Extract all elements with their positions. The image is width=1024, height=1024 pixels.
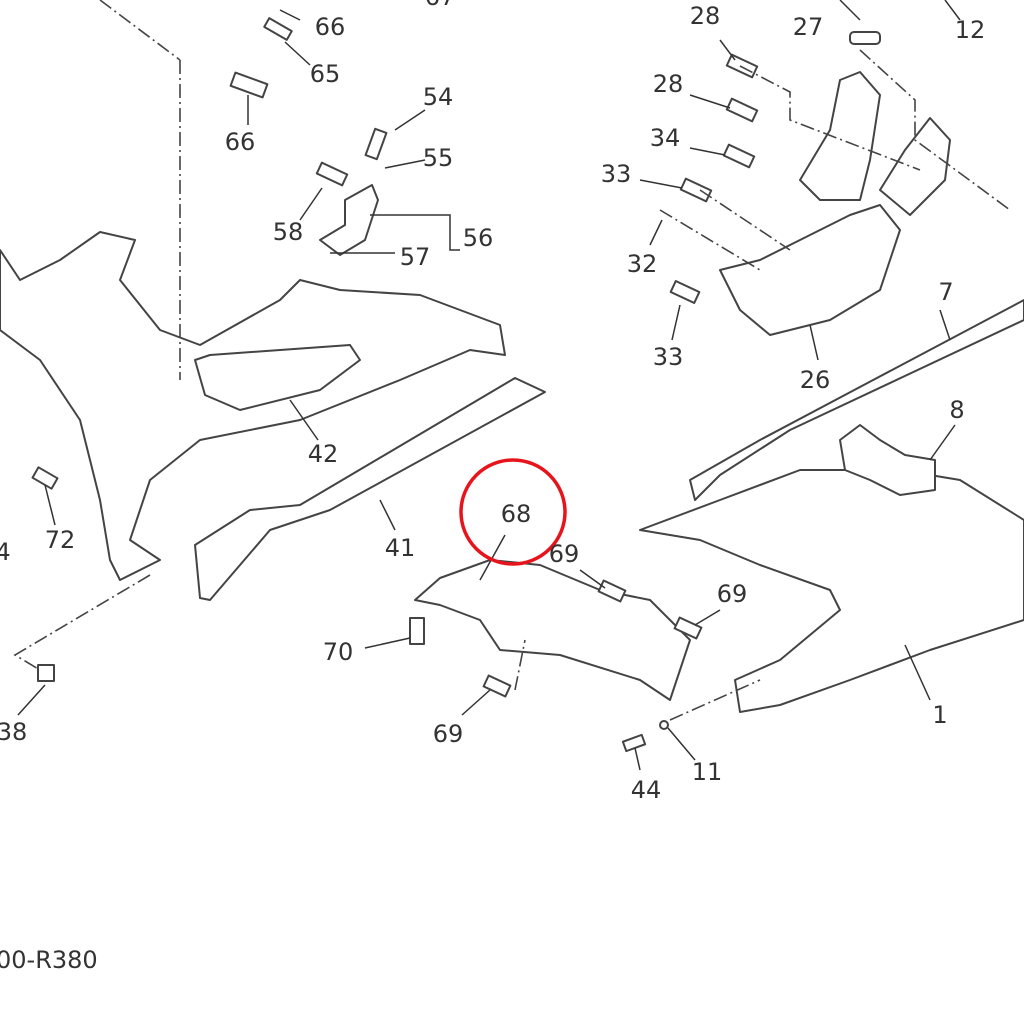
part-8 — [839, 424, 936, 496]
callout-69: 69 — [433, 720, 464, 748]
part-42 — [194, 344, 361, 411]
callout-1: 1 — [932, 701, 947, 729]
callout-70: 70 — [323, 638, 354, 666]
part-27b — [879, 117, 951, 216]
reference-line — [514, 639, 526, 691]
part-7 — [689, 299, 1024, 501]
callout-33: 33 — [653, 343, 684, 371]
callout-11: 11 — [692, 758, 723, 786]
callout-58: 58 — [273, 218, 304, 246]
callout-38: 38 — [0, 718, 27, 746]
callout-69: 69 — [549, 540, 580, 568]
callout-68: 68 — [501, 500, 532, 528]
callout-4: 4 — [0, 538, 11, 566]
callout-41: 41 — [385, 534, 416, 562]
callout-69: 69 — [717, 580, 748, 608]
callout-67: 67 — [425, 0, 456, 11]
reference-line — [13, 574, 151, 671]
callout-8: 8 — [949, 396, 964, 424]
part-68 — [414, 559, 691, 701]
callout-28: 28 — [690, 2, 721, 30]
reference-line — [739, 65, 921, 171]
callout-42: 42 — [308, 440, 339, 468]
part-1 — [639, 469, 1024, 713]
callout-56: 56 — [463, 224, 494, 252]
part-26 — [719, 204, 901, 336]
callout-32: 32 — [627, 250, 658, 278]
reference-line — [99, 0, 181, 61]
callout-33: 33 — [601, 160, 632, 188]
callout-57: 57 — [400, 243, 431, 271]
callout-7: 7 — [938, 278, 953, 306]
callout-26: 26 — [800, 366, 831, 394]
leader-lines — [17, 0, 961, 771]
diagram-code: 00-R380 — [0, 946, 98, 974]
part-27 — [799, 71, 881, 201]
callout-34: 34 — [650, 124, 681, 152]
reference-line — [669, 679, 761, 721]
callout-66: 66 — [225, 128, 256, 156]
callout-66: 66 — [315, 13, 346, 41]
callout-55: 55 — [423, 144, 454, 172]
part-41 — [194, 377, 546, 601]
reference-line — [659, 209, 761, 271]
callout-28: 28 — [653, 70, 684, 98]
callout-27: 27 — [793, 13, 824, 41]
callout-44: 44 — [631, 776, 662, 804]
part-56 — [319, 184, 379, 256]
highlight-circle — [459, 458, 567, 566]
reference-line — [859, 49, 1011, 211]
callout-12: 12 — [955, 16, 986, 44]
callout-54: 54 — [423, 83, 454, 111]
callout-65: 65 — [310, 60, 341, 88]
reference-line — [699, 189, 791, 251]
callout-72: 72 — [45, 526, 76, 554]
